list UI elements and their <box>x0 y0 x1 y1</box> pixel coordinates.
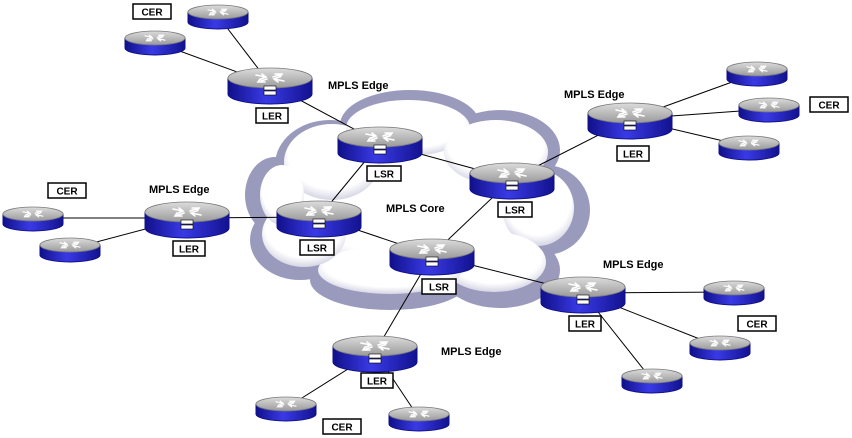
svg-text:CER: CER <box>331 423 353 434</box>
lsr-tag: LSR <box>366 165 402 182</box>
tags-layer: LER LER LER LER LER LSR LSR LSR LSR CER CER CER CER C… <box>47 3 849 435</box>
cloud-icon <box>245 90 590 310</box>
router-icon <box>703 280 765 306</box>
svg-text:CER: CER <box>141 8 163 19</box>
ler-tag: LER <box>172 240 206 257</box>
ler-tag: LER <box>255 107 289 124</box>
svg-text:LSR: LSR <box>374 170 395 181</box>
router-icon <box>738 97 800 123</box>
mpls-edge-label: MPLS Edge <box>441 346 502 358</box>
ler-tag: LER <box>616 145 650 162</box>
svg-text:CER: CER <box>56 187 78 198</box>
svg-text:LSR: LSR <box>505 206 526 217</box>
router-icon <box>726 61 788 87</box>
svg-text:CER: CER <box>746 320 768 331</box>
router-icon <box>187 4 249 30</box>
lsr-tag: LSR <box>299 239 335 256</box>
router-icon <box>388 406 450 432</box>
router-icon <box>2 206 64 232</box>
cer-tag: CER <box>737 315 777 332</box>
svg-text:CER: CER <box>818 101 840 112</box>
cer-tag: CER <box>322 418 362 435</box>
svg-text:LER: LER <box>367 377 388 388</box>
router-icon <box>621 368 683 394</box>
lsr-tag: LSR <box>497 201 533 218</box>
router-icon <box>227 67 313 105</box>
svg-text:LER: LER <box>179 245 200 256</box>
router-icon <box>276 200 362 238</box>
router-icon <box>332 335 418 373</box>
mpls-edge-label: MPLS Edge <box>603 259 664 271</box>
router-icon <box>124 30 186 56</box>
lsr-tag: LSR <box>421 278 457 295</box>
cer-tag: CER <box>132 3 172 20</box>
svg-text:LER: LER <box>623 150 644 161</box>
mpls-core-label: MPLS Core <box>386 203 445 215</box>
svg-text:LSR: LSR <box>429 283 450 294</box>
cer-tag: CER <box>47 182 87 199</box>
router-icon <box>540 276 626 314</box>
routers-layer <box>2 4 800 432</box>
mpls-edge-label: MPLS Edge <box>564 89 625 101</box>
ler-tag: LER <box>360 372 394 389</box>
mpls-edge-label: MPLS Edge <box>149 184 210 196</box>
router-icon <box>469 162 555 200</box>
router-icon <box>718 135 780 161</box>
router-icon <box>337 126 423 164</box>
router-icon <box>389 238 475 276</box>
svg-text:LSR: LSR <box>307 244 328 255</box>
ler-tag: LER <box>568 315 602 332</box>
router-icon <box>255 396 317 422</box>
mpls-edge-label: MPLS Edge <box>328 80 389 92</box>
router-icon <box>144 201 230 239</box>
cer-tag: CER <box>809 96 849 113</box>
router-icon <box>689 335 751 361</box>
router-icon <box>39 237 101 263</box>
svg-text:LER: LER <box>262 112 283 123</box>
svg-text:LER: LER <box>575 320 596 331</box>
router-icon <box>587 102 673 140</box>
